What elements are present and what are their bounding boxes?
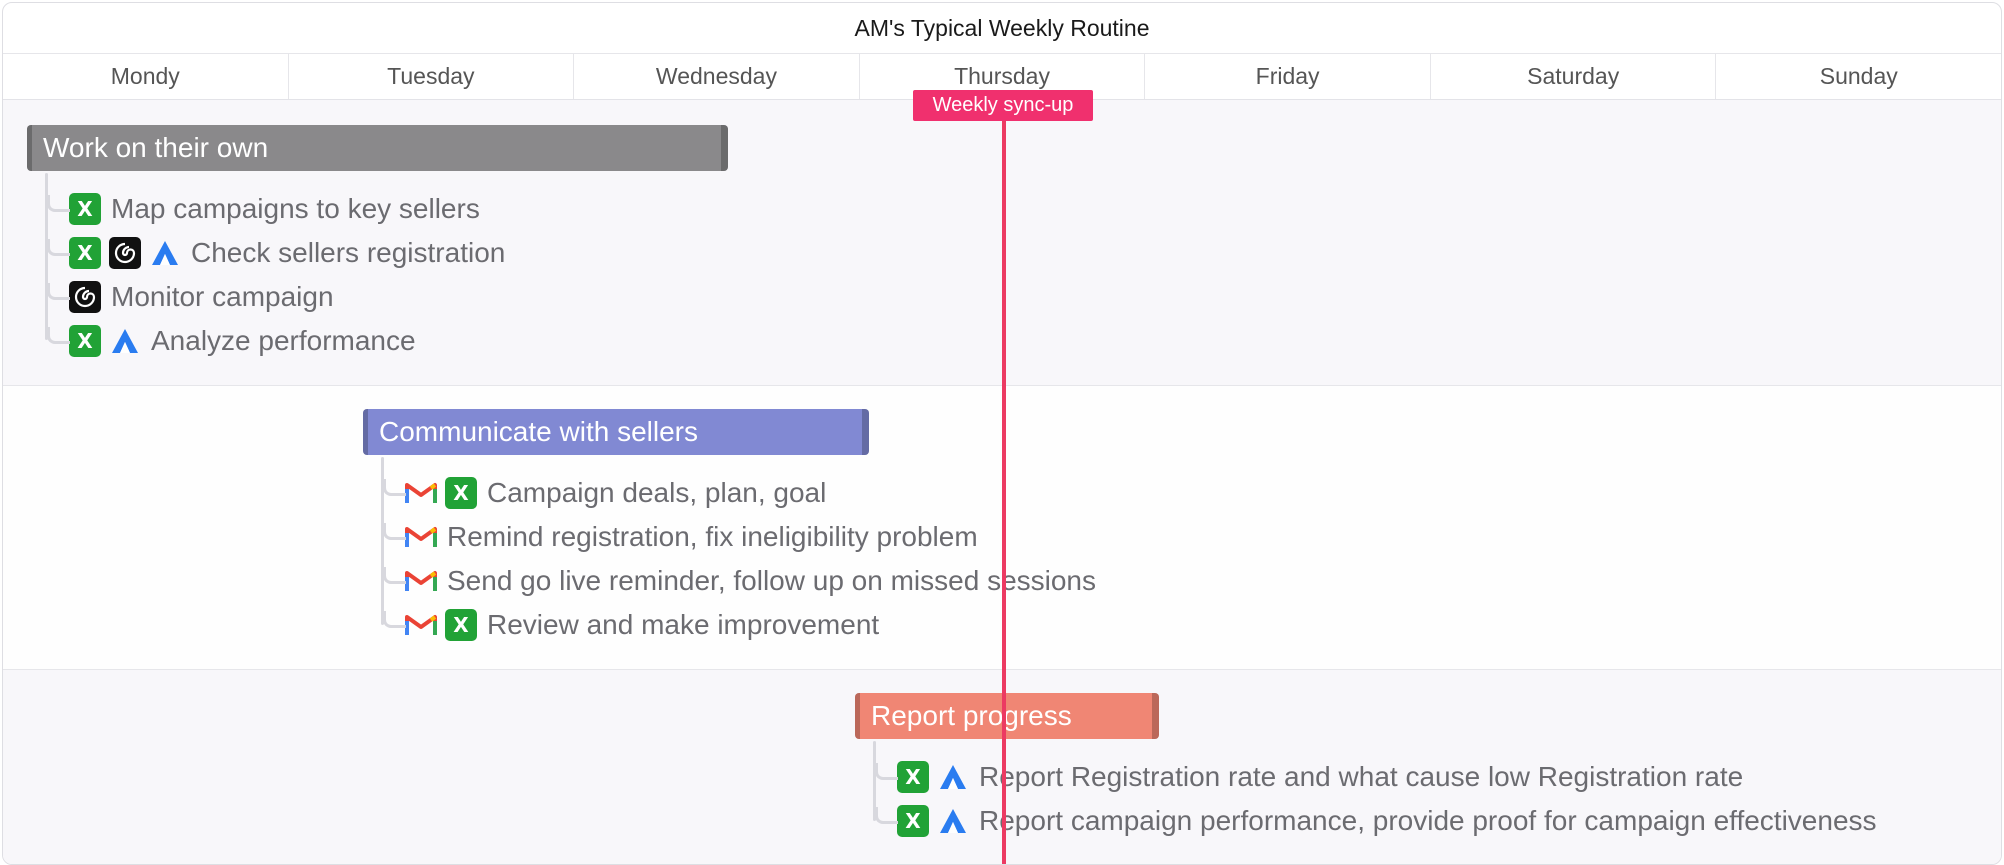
sync-up-marker-line[interactable] [1002,121,1006,864]
day-wednesday: Wednesday [574,53,860,99]
day-friday: Friday [1145,53,1431,99]
excel-icon: X [445,609,477,641]
swirl-app-icon [69,281,101,313]
day-thursday: Thursday [860,53,1146,99]
day-monday: Mondy [3,53,289,99]
day-tuesday: Tuesday [289,53,575,99]
analytics-a-icon [937,805,969,837]
task-item[interactable]: X Map campaigns to key sellers [47,187,480,231]
task-item[interactable]: X Report Registration rate and what caus… [875,755,1744,799]
group-title[interactable]: Report progress [855,693,1159,739]
sync-up-marker-label[interactable]: Weekly sync-up [913,90,1093,121]
gmail-icon [405,521,437,553]
excel-icon: X [69,237,101,269]
task-item[interactable]: Monitor campaign [47,275,334,319]
task-item[interactable]: X Review and make improvement [383,603,880,647]
task-text: Check sellers registration [191,237,506,268]
tree-line [873,741,876,821]
task-text: Report Registration rate and what cause … [979,761,1744,792]
gmail-icon [405,565,437,597]
day-saturday: Saturday [1431,53,1717,99]
analytics-a-icon [937,761,969,793]
tree-line [45,173,48,340]
excel-icon: X [69,193,101,225]
task-text: Campaign deals, plan, goal [487,477,827,508]
task-text: Map campaigns to key sellers [111,193,480,224]
group-report-progress: Report progress X Report Registration ra… [855,693,1877,837]
task-item[interactable]: Send go live reminder, follow up on miss… [383,559,1097,603]
gmail-icon [405,609,437,641]
task-text: Remind registration, fix ineligibility p… [447,521,978,552]
excel-icon: X [69,325,101,357]
task-item[interactable]: X Analyze performance [47,319,416,363]
group-work-on-their-own: Work on their own X Map campaigns to key… [27,125,728,357]
task-text: Review and make improvement [487,609,880,640]
tree-line [381,457,384,625]
group-title[interactable]: Communicate with sellers [363,409,869,455]
analytics-a-icon [109,325,141,357]
excel-icon: X [445,477,477,509]
task-text: Monitor campaign [111,281,334,312]
group-communicate-with-sellers: Communicate with sellers X Campaign deal… [363,409,1096,641]
task-item[interactable]: X Campaign deals, plan, goal [383,471,827,515]
gmail-icon [405,477,437,509]
task-text: Analyze performance [151,325,416,356]
day-header-row: Mondy Tuesday Wednesday Thursday Friday … [3,53,2001,100]
swirl-app-icon [109,237,141,269]
excel-icon: X [897,805,929,837]
analytics-a-icon [149,237,181,269]
board-title: AM's Typical Weekly Routine [3,3,2001,54]
excel-icon: X [897,761,929,793]
task-item[interactable]: Remind registration, fix ineligibility p… [383,515,978,559]
day-sunday: Sunday [1819,63,1898,89]
task-text: Send go live reminder, follow up on miss… [447,565,1097,596]
task-text: Report campaign performance, provide pro… [979,805,1877,836]
task-item[interactable]: X Check sellers registration [47,231,506,275]
task-item[interactable]: X Report campaign performance, provide p… [875,799,1877,843]
group-title[interactable]: Work on their own [27,125,728,171]
